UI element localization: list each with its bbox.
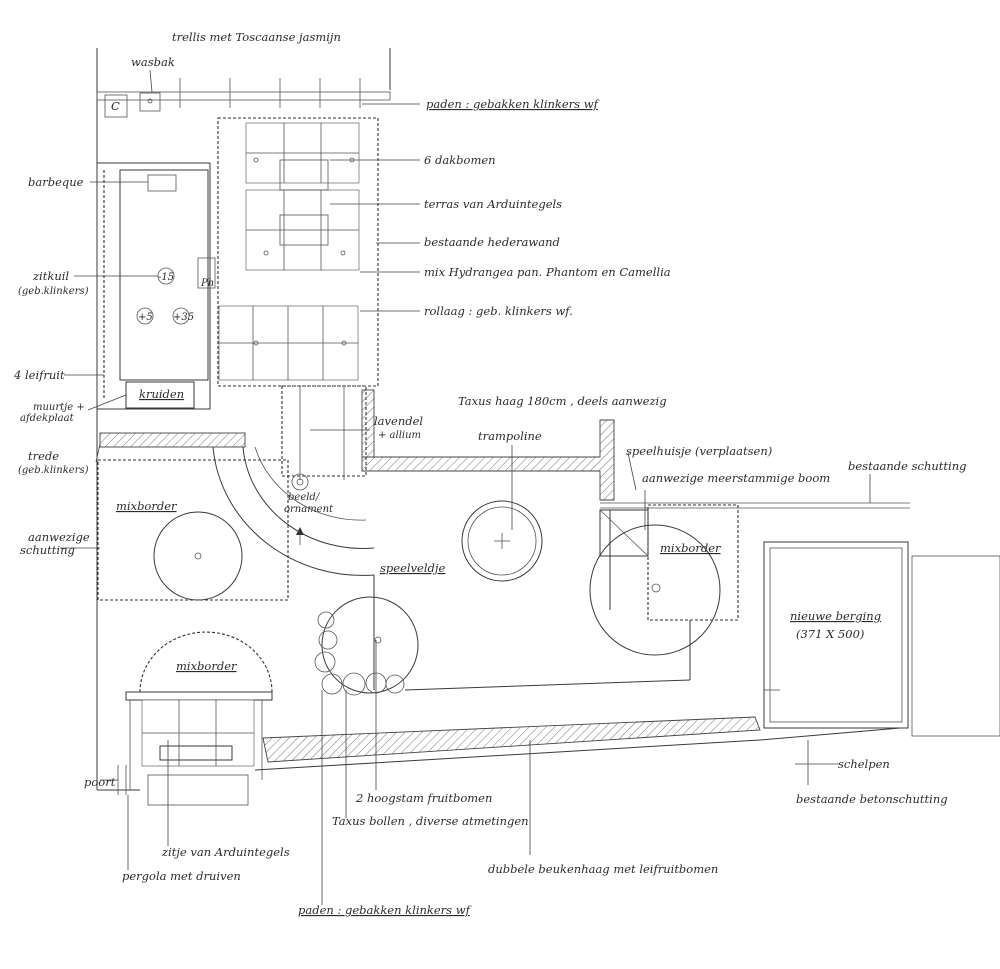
label-zitkuil: zitkuil <box>32 269 69 283</box>
label-terras: terras van Arduintegels <box>424 197 562 211</box>
label-taxus-haag: Taxus haag 180cm , deels aanwezig <box>458 394 667 408</box>
nieuwe-berging <box>763 541 1000 737</box>
label-pergola: pergola met druiven <box>122 869 241 883</box>
label-muurtje-sub: afdekplaat <box>20 413 75 424</box>
label-aanwezige-schutting: aanwezige <box>28 530 90 544</box>
label-trede: trede <box>28 449 59 463</box>
label-paden-top: paden : gebakken klinkers wf <box>426 97 600 111</box>
level-2: +5 <box>138 312 153 323</box>
mixborder-left <box>97 459 289 601</box>
label-berging-size: (371 X 500) <box>796 627 864 641</box>
label-leifruit: 4 leifruit <box>13 368 65 382</box>
ph-mark: Ph <box>200 278 214 289</box>
label-beukenhaag: dubbele beukenhaag met leifruitbomen <box>488 862 718 876</box>
label-zitkuil-sub: (geb.klinkers) <box>18 286 89 297</box>
label-hederawand: bestaande hederawand <box>424 235 560 249</box>
label-aanwezige-schutting-sub: schutting <box>20 543 75 557</box>
property-boundary <box>96 48 910 791</box>
label-speelhuisje: speelhuisje (verplaatsen) <box>626 444 772 458</box>
label-schelpen: schelpen <box>838 757 890 771</box>
zitkuil-area <box>96 162 216 410</box>
label-poort: poort <box>84 775 116 789</box>
label-trampoline: trampoline <box>478 429 542 443</box>
label-trede-sub: (geb.klinkers) <box>18 465 89 476</box>
label-hydrangea: mix Hydrangea pan. Phantom en Camellia <box>424 265 671 279</box>
label-mixborder-left: mixborder <box>116 499 178 513</box>
label-meerstammige: aanwezige meerstammige boom <box>642 471 830 485</box>
label-muurtje: muurtje + <box>33 402 85 413</box>
pergola-zitje <box>125 631 273 806</box>
curved-path <box>212 446 375 576</box>
c-mark: C <box>111 99 120 113</box>
taxus-bollen <box>314 596 419 696</box>
label-trellis: trellis met Toscaanse jasmijn <box>172 30 341 44</box>
label-bestaande-schutting: bestaande schutting <box>848 459 966 473</box>
label-speelveldje: speelveldje <box>380 561 445 575</box>
hatched-walls <box>99 389 761 763</box>
label-dakbomen: 6 dakbomen <box>424 153 496 167</box>
label-beeld-sub: ornament <box>284 504 334 515</box>
label-mixborder-right: mixborder <box>660 541 722 555</box>
label-wasbak: wasbak <box>131 55 175 69</box>
label-beeld: beeld/ <box>288 492 321 503</box>
label-paden-bottom: paden : gebakken klinkers wf <box>298 903 472 917</box>
trellis-posts <box>179 78 361 108</box>
label-mixborder-bottom: mixborder <box>176 659 238 673</box>
trampoline <box>461 500 543 582</box>
label-hoogstam: 2 hoogstam fruitbomen <box>355 791 492 805</box>
level-3: +35 <box>173 312 194 323</box>
lavendel-path <box>281 385 367 491</box>
label-barbeque: barbeque <box>28 175 84 189</box>
terras-tiles <box>217 117 379 387</box>
kruiden-label: kruiden <box>139 387 184 401</box>
label-zitje: zitje van Arduintegels <box>161 845 290 859</box>
label-nieuwe-berging: nieuwe berging <box>790 609 881 623</box>
label-lavendel-sub: + allium <box>378 430 421 441</box>
label-betonschutting: bestaande betonschutting <box>796 792 948 806</box>
mixborder-right <box>589 504 739 656</box>
wasbak-symbol <box>104 92 161 118</box>
label-taxus-bollen: Taxus bollen , diverse atmetingen <box>332 814 529 828</box>
label-rollaag: rollaag : geb. klinkers wf. <box>424 304 573 318</box>
label-lavendel: lavendel <box>374 414 423 428</box>
speelveld-boundary <box>373 510 691 691</box>
leader-lines <box>60 69 871 905</box>
level-1: -15 <box>158 272 174 283</box>
